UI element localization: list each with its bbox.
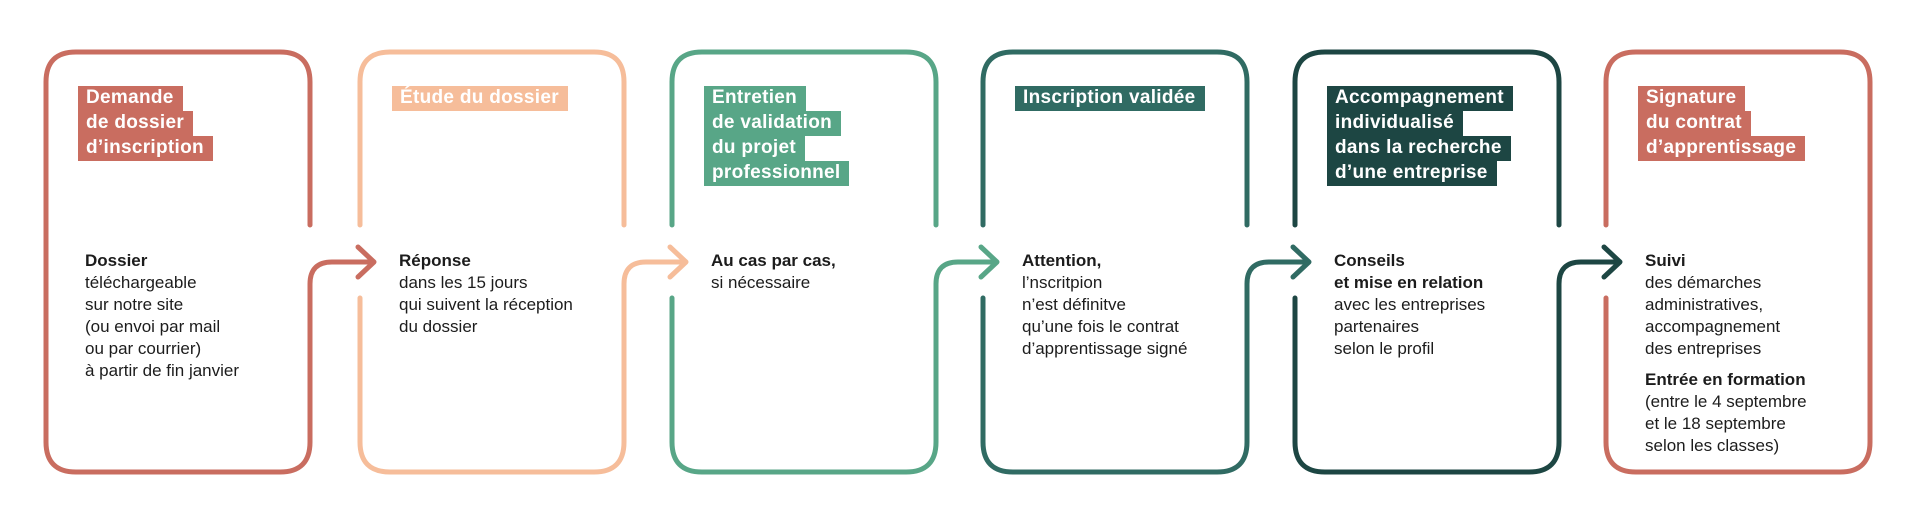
step-paragraph: Réponse dans les 15 jours qui suivent la r…	[399, 250, 621, 338]
step-body-line: partenaires	[1334, 317, 1420, 336]
step-title-line: Entretien	[704, 86, 807, 111]
step-title-line: Signature	[1638, 86, 1746, 111]
step-body: Suivi des démarches administratives, accomp…	[1645, 250, 1867, 457]
step-title-line: d’apprentissage	[1638, 136, 1806, 161]
step-card-inscription-validee: Inscription validée Attention, l’nscritpi…	[983, 52, 1247, 472]
step-body-line: des démarches	[1645, 273, 1762, 292]
step-body-line: Entrée en formation	[1645, 370, 1806, 389]
card-outline-step-5	[1292, 49, 1619, 475]
step-body-line: Conseils	[1334, 251, 1405, 270]
step-body-line: à partir de fin janvier	[85, 361, 240, 380]
arrow-head-step-5-to-6	[1601, 244, 1623, 280]
step-body: Réponse dans les 15 jours qui suivent la r…	[399, 250, 621, 338]
step-body: Conseils et mise en relation avec les entr…	[1334, 250, 1556, 360]
step-body-line: Dossier	[85, 251, 148, 270]
step-title-line: Demande	[78, 86, 183, 111]
step-title-line: individualisé	[1327, 111, 1463, 136]
step-body-line: d’apprentissage signé	[1022, 339, 1188, 358]
step-card-etude-du-dossier: Étude du dossier Réponse dans les 15 jour…	[360, 52, 624, 472]
step-body-line: et le 18 septembre	[1645, 414, 1786, 433]
step-body-line: selon les classes)	[1645, 436, 1780, 455]
step-body-line: des entreprises	[1645, 339, 1762, 358]
step-title-line: Accompagnement	[1327, 86, 1513, 111]
step-body-line: avec les entreprises	[1334, 295, 1486, 314]
step-body-line: Suivi	[1645, 251, 1686, 270]
step-body-line: n’est définitve	[1022, 295, 1126, 314]
step-body: Au cas par cas, si nécessaire	[711, 250, 933, 294]
card-outline-step-1	[43, 49, 373, 475]
card-outline-step-4	[980, 49, 1308, 475]
step-title-line: du contrat	[1638, 111, 1751, 136]
card-outline-step-6	[1603, 49, 1873, 475]
arrow-head-step-1-to-2	[355, 244, 377, 280]
step-body-line: Attention,	[1022, 251, 1102, 270]
step-title-line: dans la recherche	[1327, 136, 1511, 161]
arrow-head-step-3-to-4	[978, 244, 1000, 280]
step-title-line: du projet	[704, 136, 805, 161]
step-body-line: (entre le 4 septembre	[1645, 392, 1807, 411]
step-paragraph: Conseils et mise en relation avec les entr…	[1334, 250, 1556, 360]
step-paragraph: Attention, l’nscritpion n’est définitve qu’…	[1022, 250, 1244, 360]
step-title-line: professionnel	[704, 161, 850, 186]
step-body: Dossier téléchargeable sur notre site (ou e…	[85, 250, 307, 382]
arrow-head-step-4-to-5	[1290, 244, 1312, 280]
step-paragraph: Au cas par cas, si nécessaire	[711, 250, 933, 294]
card-outline-step-2	[357, 49, 685, 475]
step-body-line: (ou envoi par mail	[85, 317, 221, 336]
step-body-line: et mise en relation	[1334, 273, 1484, 292]
step-title: Inscription validée	[1015, 86, 1205, 111]
step-paragraph: Suivi des démarches administratives, accomp…	[1645, 250, 1867, 360]
step-body-line: Réponse	[399, 251, 471, 270]
arrow-head-step-2-to-3	[667, 244, 689, 280]
step-body: Attention, l’nscritpion n’est définitve qu’…	[1022, 250, 1244, 360]
step-body-line: ou par courrier)	[85, 339, 202, 358]
step-body-line: si nécessaire	[711, 273, 811, 292]
step-body-line: qui suivent la réception	[399, 295, 573, 314]
step-title-line: Inscription validée	[1015, 86, 1205, 111]
step-body-line: qu’une fois le contrat	[1022, 317, 1179, 336]
step-body-line: accompagnement	[1645, 317, 1781, 336]
step-body-line: téléchargeable	[85, 273, 197, 292]
step-body-line: sur notre site	[85, 295, 184, 314]
step-title-line: d’une entreprise	[1327, 161, 1497, 186]
step-body-line: selon le profil	[1334, 339, 1435, 358]
step-paragraph: Dossier téléchargeable sur notre site (ou e…	[85, 250, 307, 382]
step-paragraph: Entrée en formation (entre le 4 septembre…	[1645, 369, 1867, 457]
step-body-line: du dossier	[399, 317, 478, 336]
step-title-line: de validation	[704, 111, 842, 136]
step-body-line: dans les 15 jours	[399, 273, 528, 292]
step-title-line: de dossier	[78, 111, 194, 136]
step-body-line: Au cas par cas,	[711, 251, 836, 270]
step-title-line: Étude du dossier	[392, 86, 568, 111]
step-body-line: administratives,	[1645, 295, 1764, 314]
step-body-line: l’nscritpion	[1022, 273, 1103, 292]
step-title: Étude du dossier	[392, 86, 568, 111]
card-outline-step-3	[669, 49, 996, 475]
step-title-line: d’inscription	[78, 136, 213, 161]
